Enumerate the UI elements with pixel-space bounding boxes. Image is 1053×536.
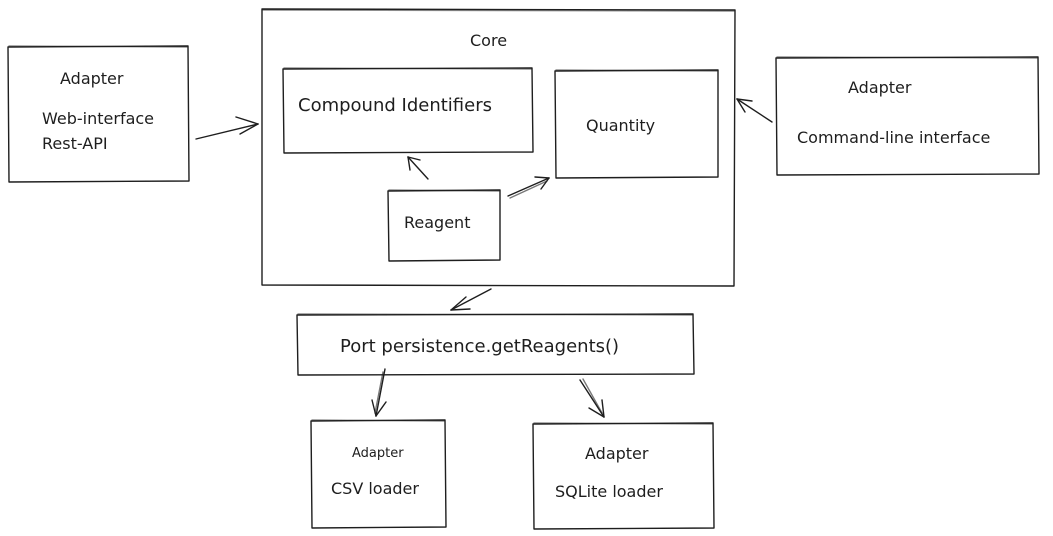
- left-adapter-line1: Web-interface: [42, 109, 154, 128]
- port-to-csv-arrow: [371, 368, 387, 417]
- left-adapter-title: Adapter: [60, 69, 124, 88]
- left-adapter-to-core-arrow: [195, 116, 259, 140]
- right-adapter-to-core-arrow: [736, 98, 773, 123]
- port-box: [296, 313, 695, 376]
- compound-identifiers-label: Compound Identifiers: [298, 95, 492, 116]
- sqlite-adapter-box: [532, 422, 715, 530]
- csv-adapter-title: Adapter: [352, 446, 404, 461]
- right-adapter-line1: Command-line interface: [797, 128, 990, 147]
- reagent-to-compound-arrow: [407, 156, 429, 180]
- core-box: [261, 8, 736, 287]
- quantity-label: Quantity: [586, 116, 655, 135]
- reagent-label: Reagent: [404, 213, 470, 232]
- compound-identifiers-box: [282, 67, 534, 154]
- reagent-box: [387, 189, 501, 262]
- sqlite-adapter-line1: SQLite loader: [555, 482, 663, 501]
- port-label: Port persistence.getReagents(): [340, 336, 619, 357]
- core-to-port-arrow: [450, 288, 492, 311]
- csv-adapter-box: [310, 419, 447, 529]
- right-adapter-title: Adapter: [848, 78, 912, 97]
- left-adapter-line2: Rest-API: [42, 134, 108, 153]
- sqlite-adapter-title: Adapter: [585, 444, 649, 463]
- right-adapter-box: [775, 56, 1040, 176]
- left-adapter-box: [7, 45, 190, 183]
- port-to-sqlite-arrow: [579, 378, 605, 418]
- reagent-to-quantity-arrow: [507, 176, 550, 199]
- core-title: Core: [470, 31, 507, 50]
- csv-adapter-line1: CSV loader: [331, 479, 419, 498]
- quantity-box: [554, 69, 719, 179]
